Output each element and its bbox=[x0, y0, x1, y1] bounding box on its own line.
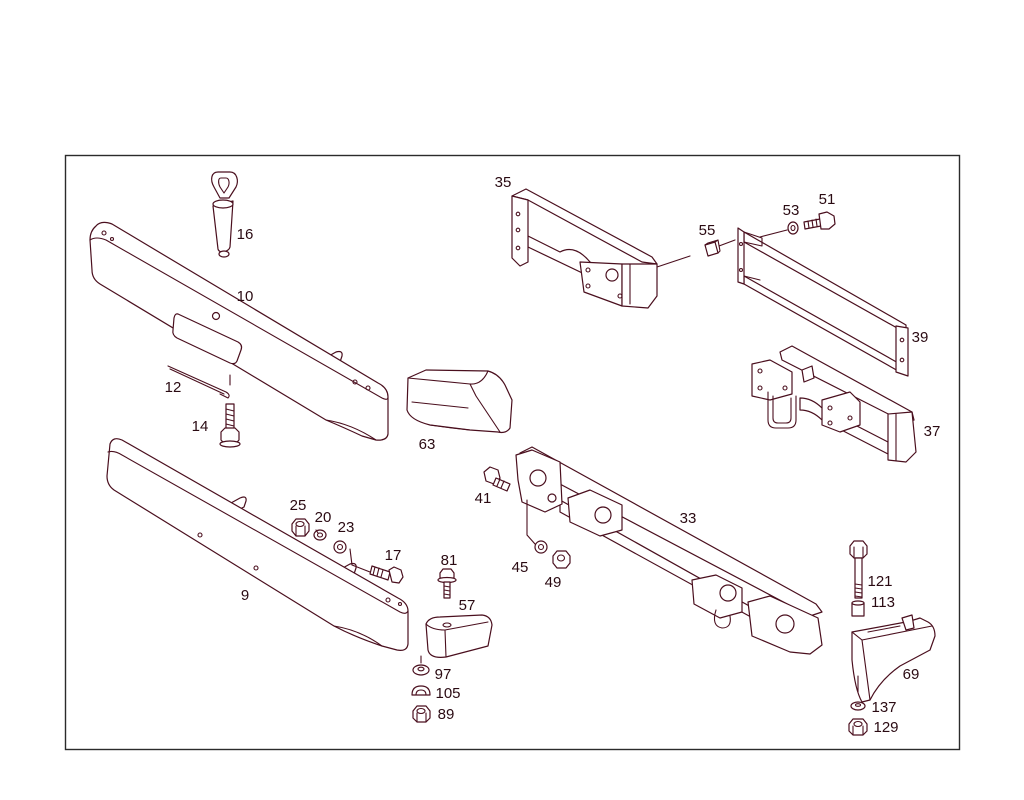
part-89-drawing bbox=[412, 705, 431, 723]
callout-labels: 16 10 12 14 63 9 25 20 23 17 81 57 97 10… bbox=[165, 174, 941, 736]
part-51-drawing bbox=[803, 211, 836, 230]
callout-33: 33 bbox=[680, 510, 697, 527]
part-81-drawing bbox=[437, 568, 457, 599]
part-129-drawing bbox=[848, 718, 868, 736]
part-41-drawing bbox=[483, 466, 536, 545]
part-9-drawing bbox=[106, 438, 409, 651]
callout-25: 25 bbox=[290, 497, 307, 514]
callout-121: 121 bbox=[867, 573, 892, 590]
callout-137: 137 bbox=[871, 699, 896, 716]
callout-23: 23 bbox=[338, 519, 355, 536]
part-17-drawing bbox=[369, 565, 404, 584]
part-10-drawing bbox=[89, 221, 389, 441]
part-16-drawing bbox=[211, 171, 238, 258]
callout-105: 105 bbox=[435, 685, 460, 702]
callout-10: 10 bbox=[237, 288, 254, 305]
callout-69: 69 bbox=[903, 666, 920, 683]
callout-39: 39 bbox=[912, 329, 929, 346]
callout-55: 55 bbox=[699, 222, 716, 239]
part-12-drawing bbox=[167, 365, 231, 399]
callout-37: 37 bbox=[924, 423, 941, 440]
part-14-drawing bbox=[219, 403, 241, 448]
part-35-drawing bbox=[511, 188, 691, 309]
callout-97: 97 bbox=[435, 666, 452, 683]
diagram-frame bbox=[64, 154, 961, 751]
part-113-drawing bbox=[851, 600, 865, 617]
callout-49: 49 bbox=[545, 574, 562, 591]
part-57-drawing bbox=[420, 614, 493, 664]
part-33-drawing bbox=[515, 446, 823, 655]
callout-81: 81 bbox=[441, 552, 458, 569]
part-69-drawing bbox=[851, 614, 936, 703]
callout-89: 89 bbox=[438, 706, 455, 723]
part-121-drawing bbox=[849, 540, 868, 599]
part-137-drawing bbox=[850, 701, 866, 711]
callout-14: 14 bbox=[192, 418, 209, 435]
part-53-drawing bbox=[759, 221, 799, 238]
callout-41: 41 bbox=[475, 490, 492, 507]
callout-45: 45 bbox=[512, 559, 529, 576]
callout-113: 113 bbox=[871, 594, 895, 611]
part-20-drawing bbox=[313, 529, 327, 541]
part-97-drawing bbox=[412, 664, 430, 676]
callout-57: 57 bbox=[459, 597, 476, 614]
part-25-drawing bbox=[291, 518, 310, 537]
callout-63: 63 bbox=[419, 436, 436, 453]
callout-16: 16 bbox=[237, 226, 254, 243]
part-37-drawing bbox=[751, 345, 917, 463]
part-49-drawing bbox=[552, 550, 571, 569]
callout-53: 53 bbox=[783, 202, 800, 219]
part-23-drawing bbox=[333, 540, 371, 573]
part-55-drawing bbox=[704, 239, 736, 257]
part-105-drawing bbox=[411, 685, 431, 696]
part-45-drawing bbox=[534, 540, 548, 554]
part-39-drawing bbox=[737, 227, 909, 377]
callout-12: 12 bbox=[165, 379, 182, 396]
callout-35: 35 bbox=[495, 174, 512, 191]
callout-9: 9 bbox=[241, 587, 249, 604]
callout-51: 51 bbox=[819, 191, 836, 208]
callout-20: 20 bbox=[315, 509, 332, 526]
callout-129: 129 bbox=[873, 719, 898, 736]
callout-17: 17 bbox=[385, 547, 402, 564]
part-63-drawing bbox=[406, 369, 513, 434]
